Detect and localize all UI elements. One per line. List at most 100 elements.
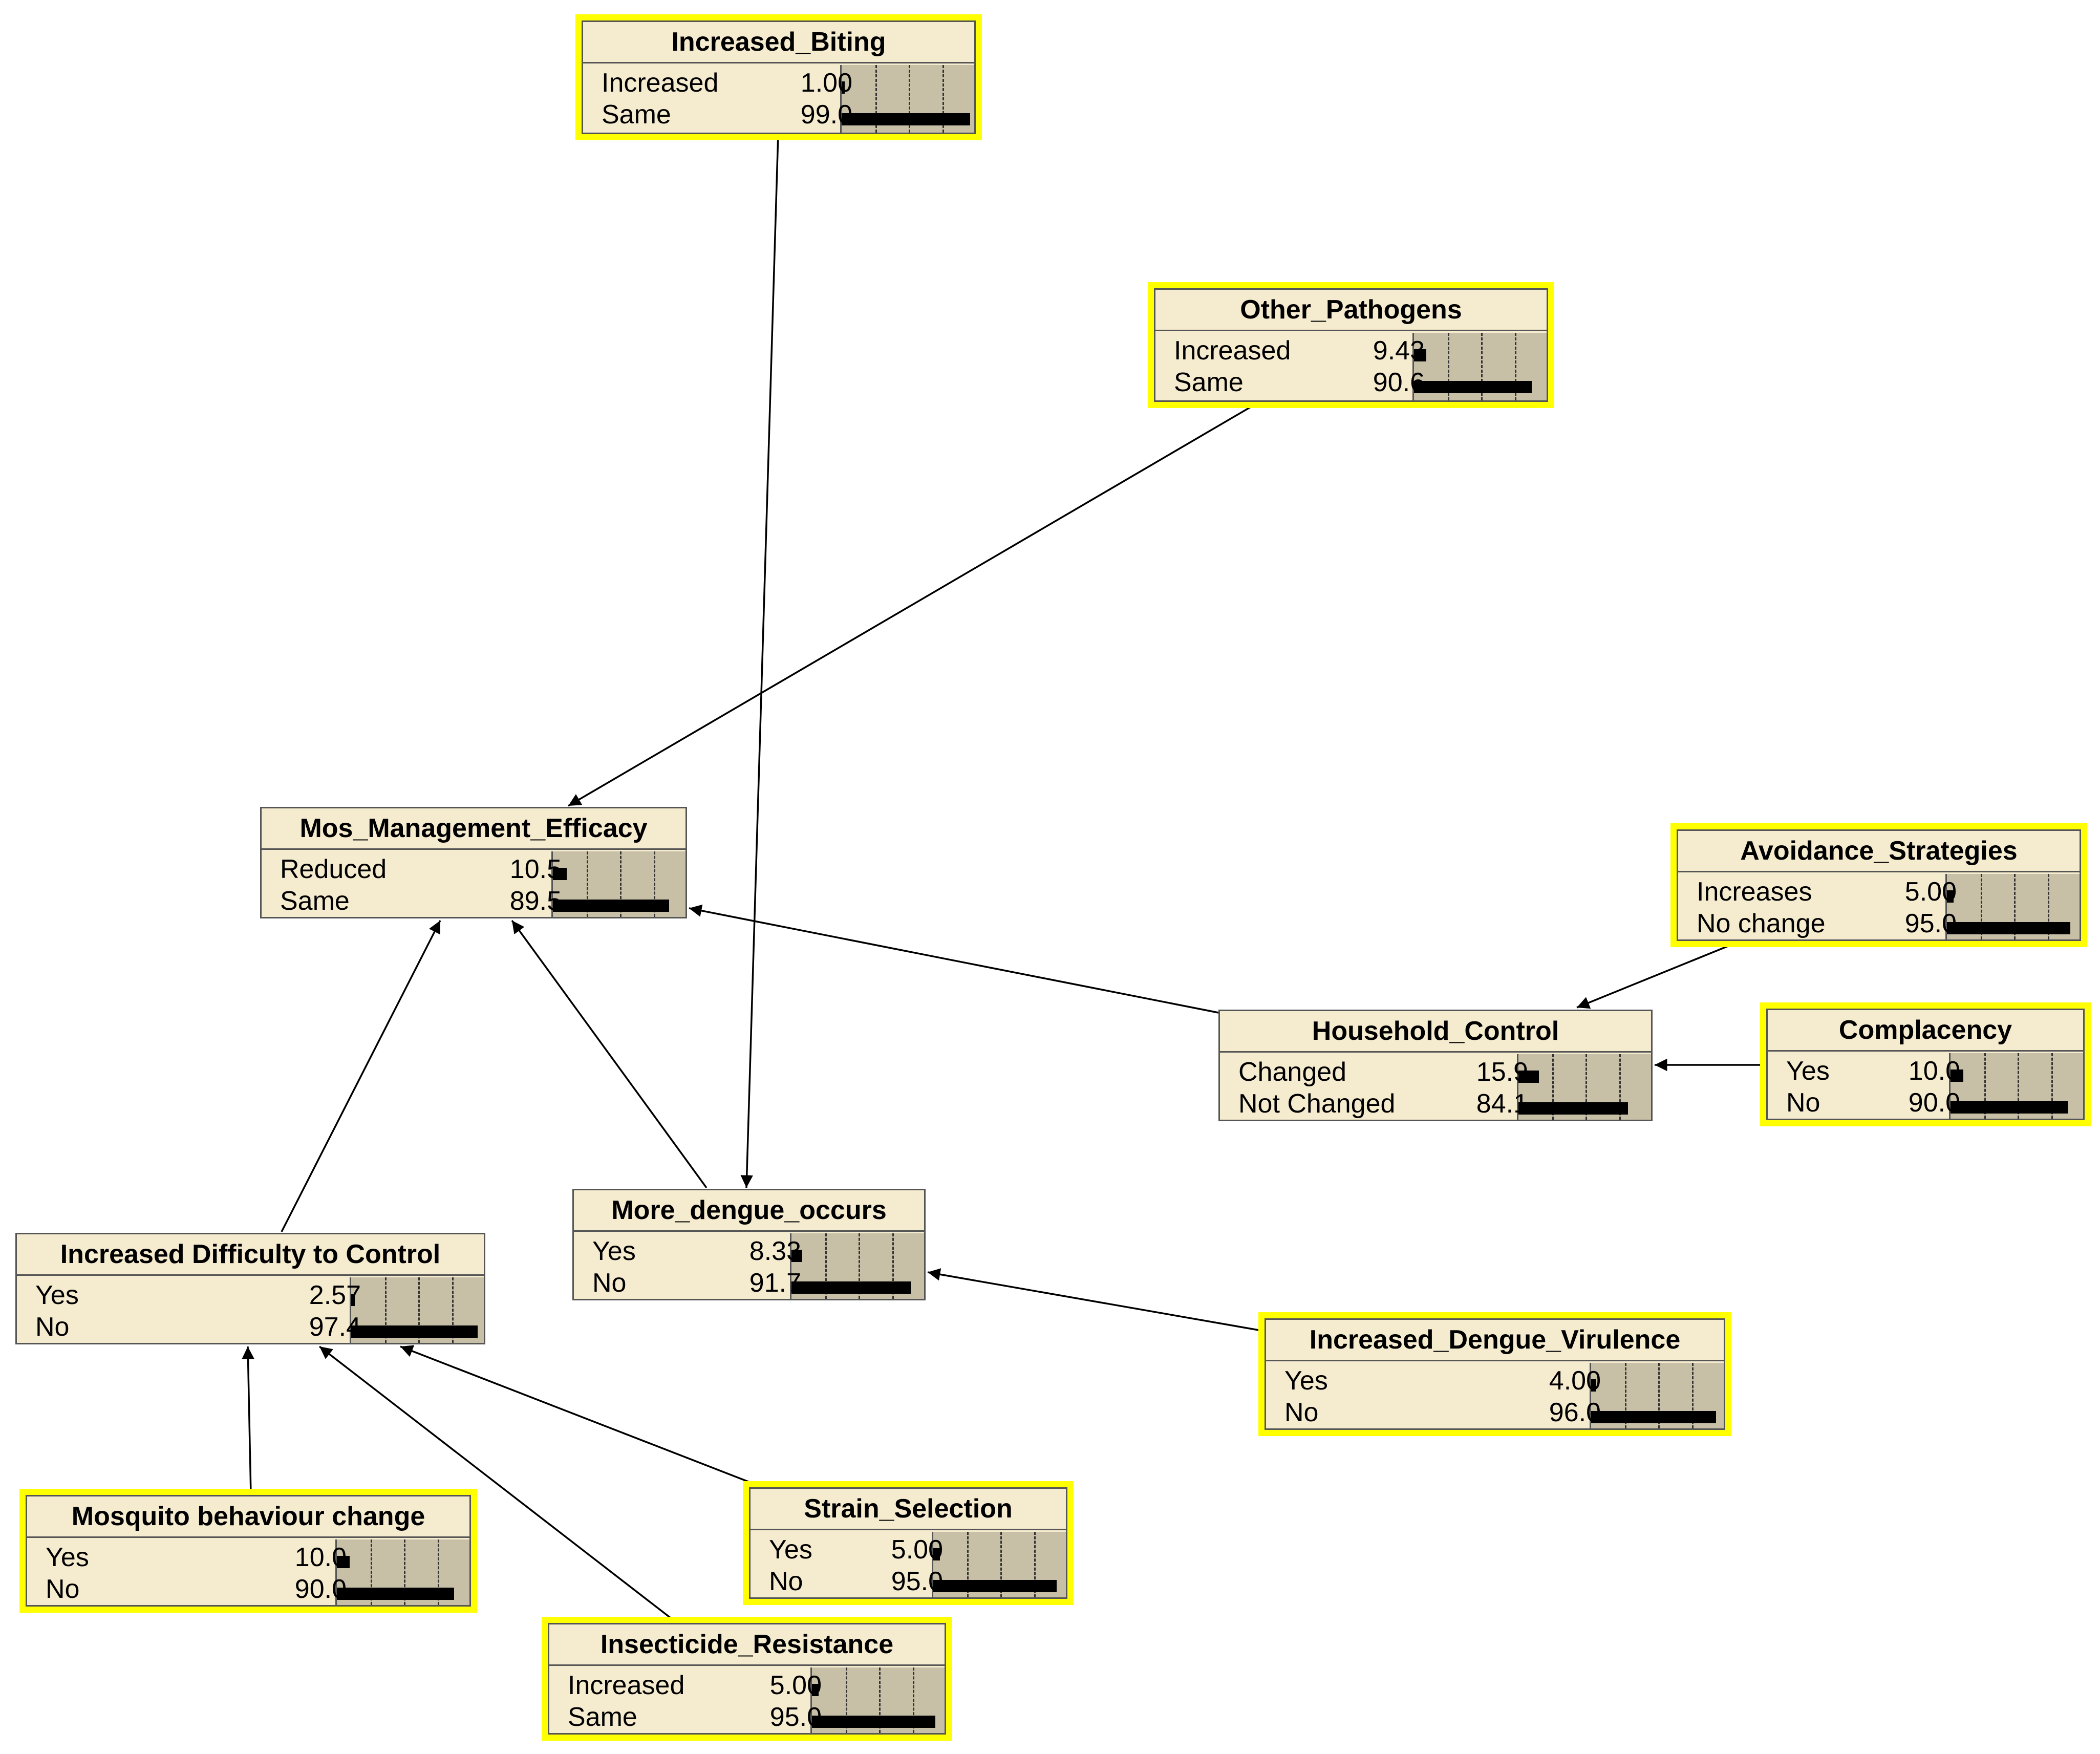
edge-strain-selection-to-increased-difficulty — [400, 1345, 763, 1488]
state-value: 8.33 — [749, 1236, 801, 1266]
probability-bar — [1947, 890, 1954, 903]
bar-gridline — [452, 1277, 454, 1343]
bar-gridline — [879, 1667, 881, 1733]
node-title: Increased_Dengue_Virulence — [1266, 1320, 1724, 1361]
bar-gridline — [825, 1233, 827, 1299]
bar-gridline — [2014, 874, 2016, 939]
node-title: Mosquito behaviour change — [27, 1496, 469, 1538]
bar-gridline — [967, 1532, 969, 1597]
state-value: 99.0 — [800, 100, 852, 130]
probability-bar — [1518, 1102, 1628, 1115]
node-title: Increased Difficulty to Control — [17, 1234, 484, 1276]
bar-gridline — [1980, 874, 1982, 939]
probability-bar — [337, 1588, 454, 1600]
probability-bar — [553, 900, 670, 912]
state-label: Yes — [1284, 1366, 1328, 1396]
bar-gridline — [942, 65, 944, 133]
edge-mosquito-behaviour-change-to-increased-difficulty — [242, 1346, 254, 1494]
state-value: 10.5 — [509, 854, 562, 884]
state-row: No 95.0 — [751, 1566, 943, 1597]
probability-bar — [812, 1716, 936, 1728]
state-row: No 96.0 — [1266, 1397, 1601, 1428]
probability-bar — [1947, 922, 2071, 934]
state-label: Same — [602, 100, 671, 130]
bar-gridline — [909, 65, 910, 133]
state-label: No change — [1697, 909, 1826, 938]
probability-bar-area — [551, 851, 685, 917]
state-label: No — [592, 1268, 627, 1298]
state-label: Reduced — [280, 854, 387, 884]
bar-gridline — [404, 1539, 405, 1605]
bar-gridline — [859, 1233, 860, 1299]
state-value: 1.00 — [800, 68, 852, 98]
state-value: 5.00 — [891, 1535, 943, 1565]
state-value: 84.1 — [1476, 1089, 1528, 1119]
state-label: Changed — [1238, 1057, 1347, 1087]
state-value: 91.7 — [749, 1268, 801, 1298]
edge-household-control-to-mos-management-efficacy — [689, 904, 1219, 1014]
probability-bar-area — [350, 1277, 484, 1343]
node-title: Other_Pathogens — [1155, 290, 1547, 331]
bar-gridline — [1658, 1363, 1660, 1428]
bar-gridline — [653, 851, 655, 917]
bar-gridline — [418, 1277, 420, 1343]
probability-bar-area — [810, 1667, 945, 1733]
state-label: No — [1284, 1398, 1319, 1427]
state-value: 95.0 — [891, 1567, 943, 1596]
bar-gridline — [2018, 1053, 2019, 1119]
state-value: 96.0 — [1549, 1398, 1601, 1427]
state-value: 10.0 — [1908, 1056, 1960, 1086]
bar-gridline — [1624, 1363, 1626, 1428]
node-title: Increased_Biting — [583, 22, 974, 63]
state-label: No — [1786, 1088, 1820, 1118]
state-label: Same — [568, 1702, 637, 1732]
bar-gridline — [2051, 1053, 2053, 1119]
probability-bar — [1591, 1411, 1716, 1423]
state-value: 95.0 — [1904, 909, 1957, 938]
probability-bar-area — [840, 65, 974, 133]
bar-gridline — [620, 851, 622, 917]
bar-gridline — [1691, 1363, 1694, 1428]
state-value: 10.0 — [294, 1543, 347, 1572]
node-title: Avoidance_Strategies — [1678, 831, 2080, 872]
state-label: No — [46, 1574, 80, 1604]
state-row: No 91.7 — [574, 1267, 801, 1299]
edge-more-dengue-occurs-to-mos-management-efficacy — [511, 919, 708, 1189]
edge-increased-biting-to-more-dengue-occurs — [740, 134, 779, 1188]
bar-gridline — [1552, 1054, 1554, 1120]
state-label: Yes — [46, 1543, 89, 1572]
state-label: Increased — [568, 1671, 685, 1700]
probability-bar-area — [335, 1539, 469, 1605]
bar-gridline — [2047, 874, 2049, 939]
bar-gridline — [912, 1667, 914, 1733]
state-label: No — [769, 1567, 803, 1596]
probability-bar — [842, 113, 971, 125]
state-row: Reduced 10.5 — [262, 853, 562, 885]
state-label: Same — [1174, 368, 1244, 397]
probability-bar — [791, 1250, 803, 1262]
state-row: No change 95.0 — [1678, 908, 1957, 939]
state-row: Yes 10.0 — [27, 1542, 347, 1573]
bar-gridline — [1619, 1054, 1621, 1120]
bar-gridline — [437, 1539, 439, 1605]
